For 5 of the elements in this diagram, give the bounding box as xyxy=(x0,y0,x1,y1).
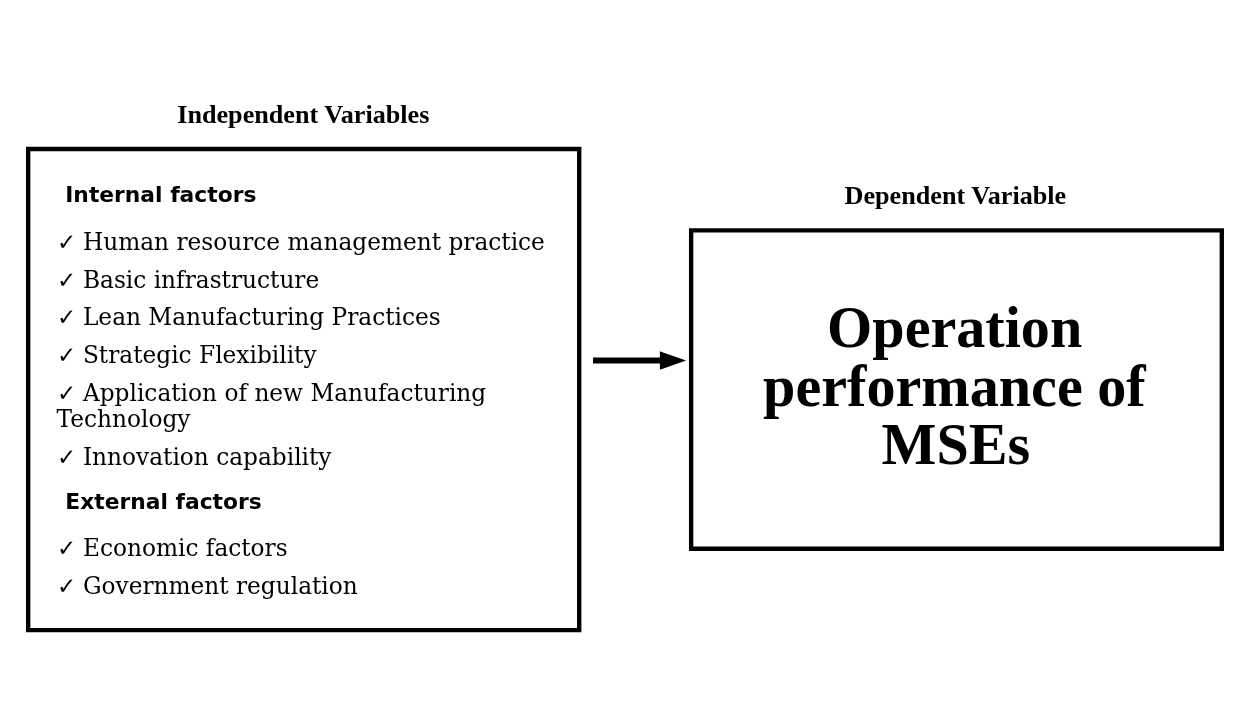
node-box: Internal factors ✓ Human resource management practice ✓ Basic infrastructure ✓ Lean Manufacturing Practices ✓ Strategic Flexibility ✓ Application of new Manufacturing Technology ✓ Innovation capability External factors ✓ Economic factors ✓ Government regulation xyxy=(26,146,582,633)
node-label: Independent Variables xyxy=(177,99,430,129)
node-label: Dependent Variable xyxy=(844,181,1067,211)
node-box: Operation performance of MSEs xyxy=(688,228,1224,551)
arrow xyxy=(593,351,687,370)
